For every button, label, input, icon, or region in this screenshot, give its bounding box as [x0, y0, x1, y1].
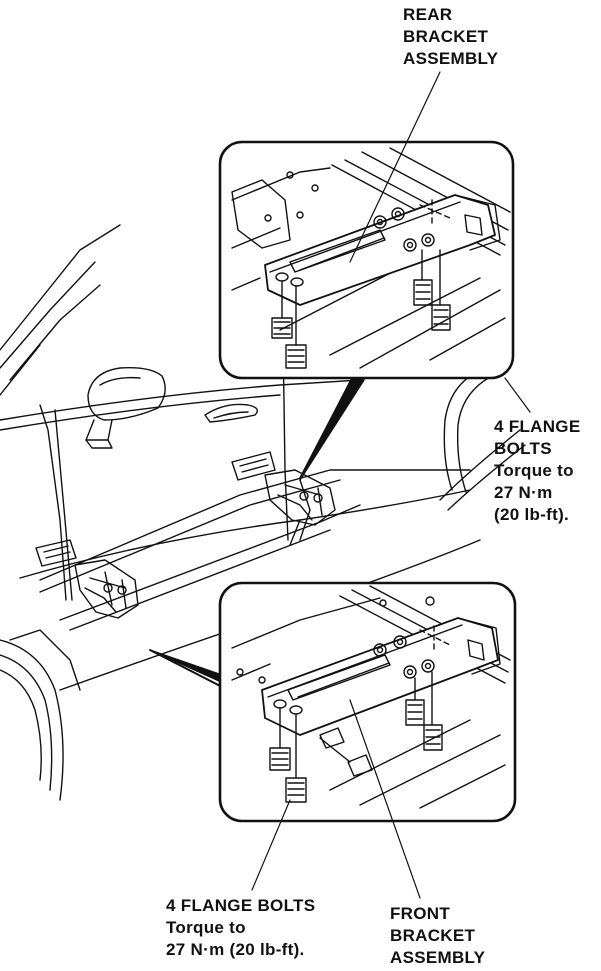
flange-bolts-right-label: 4 FLANGE BOLTS Torque to 27 N·m (20 lb-f… — [494, 416, 580, 526]
front-label-line-1: FRONT — [390, 904, 451, 923]
rear-bracket-inset — [218, 140, 515, 380]
flange-right-line-1: 4 FLANGE — [494, 417, 581, 436]
flange-right-line-4: 27 N·m — [494, 483, 553, 502]
rear-bracket-assembly-label: REAR BRACKET ASSEMBLY — [403, 4, 498, 70]
rear-bracket-on-vehicle — [231, 451, 336, 526]
rear-label-line-2: BRACKET — [403, 27, 489, 46]
front-label-line-2: BRACKET — [390, 926, 476, 945]
flange-right-line-5: (20 lb-ft). — [494, 505, 570, 524]
front-bracket-on-vehicle — [35, 539, 139, 619]
flange-bottom-line-2: Torque to — [166, 918, 246, 937]
front-label-line-3: ASSEMBLY — [390, 948, 486, 967]
flange-right-line-2: BOLTS — [494, 439, 552, 458]
flange-bottom-line-1: 4 FLANGE BOLTS — [166, 896, 316, 915]
rear-label-line-3: ASSEMBLY — [403, 49, 499, 68]
front-bracket-inset — [218, 581, 517, 823]
flange-right-line-3: Torque to — [494, 461, 574, 480]
front-bracket-assembly-label: FRONT BRACKET ASSEMBLY — [390, 903, 485, 969]
rear-label-line-1: REAR — [403, 5, 453, 24]
callout-leaders — [149, 377, 365, 691]
vehicle-body — [0, 224, 526, 801]
flange-bottom-line-3: 27 N·m (20 lb-ft). — [166, 940, 305, 959]
flange-bolts-bottom-label: 4 FLANGE BOLTS Torque to 27 N·m (20 lb-f… — [166, 895, 315, 961]
label-leader-lines — [251, 71, 531, 899]
